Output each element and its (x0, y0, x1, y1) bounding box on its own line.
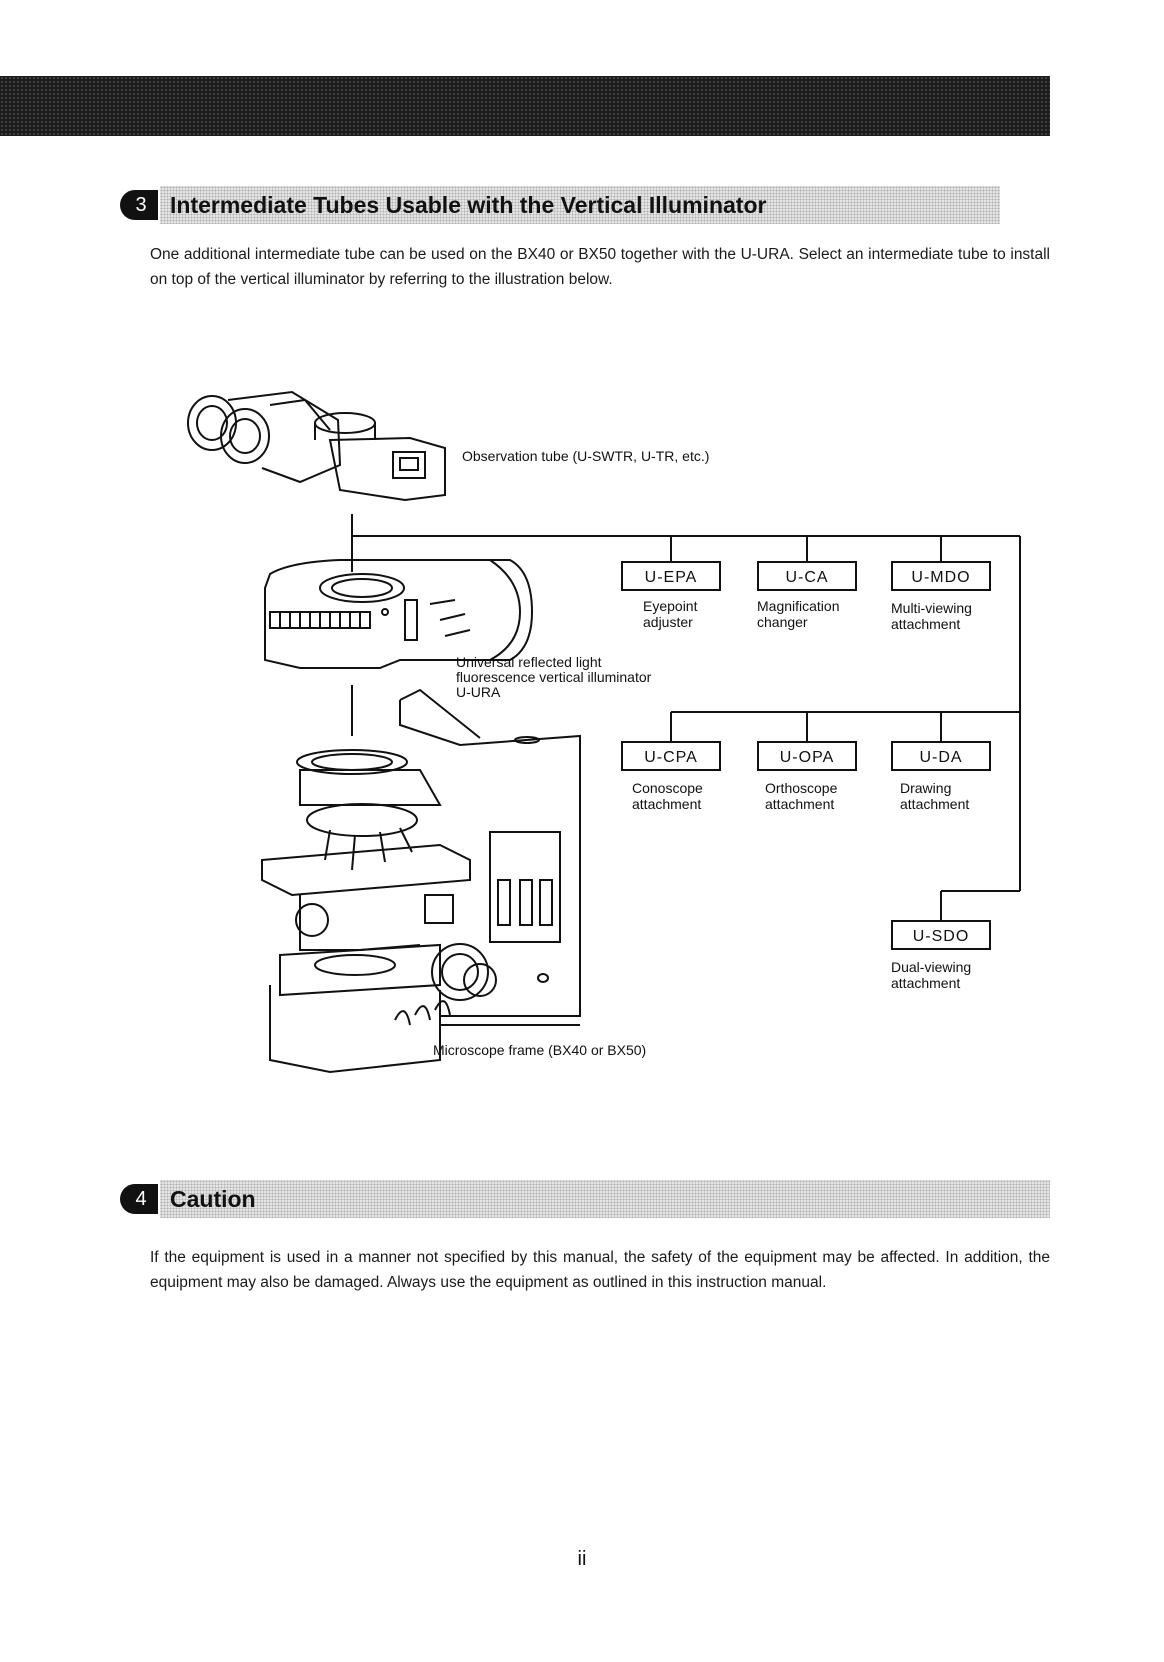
box-u-ca: U-CA (757, 561, 857, 591)
observation-tube-label: Observation tube (U-SWTR, U-TR, etc.) (462, 448, 710, 464)
vertical-illuminator-drawing (264, 559, 534, 669)
box-u-epa: U-EPA (621, 561, 721, 591)
microscope-frame-label: Microscope frame (BX40 or BX50) (433, 1042, 647, 1058)
box-u-cpa: U-CPA (621, 741, 721, 771)
box-u-mdo: U-MDO (891, 561, 991, 591)
section-number-badge: 4 (120, 1184, 158, 1214)
page-number: ii (577, 1548, 587, 1570)
illuminator-label-line2: fluorescence vertical illuminator (456, 669, 652, 685)
box-u-da: U-DA (891, 741, 991, 771)
header-band (0, 76, 1050, 136)
section-3-paragraph: One additional intermediate tube can be … (150, 246, 1050, 288)
illuminator-label-line3: U-URA (456, 684, 501, 700)
section-title-bar (160, 1180, 1050, 1218)
section-4-heading: 4 Caution (120, 1180, 1050, 1218)
box-u-opa: U-OPA (757, 741, 857, 771)
microscope-frame-drawing (261, 688, 581, 1074)
section-4-title: Caution (170, 1186, 256, 1212)
illuminator-label-line1: Universal reflected light (456, 654, 602, 670)
observation-tube-drawing (187, 390, 446, 502)
section-number-badge: 3 (120, 190, 158, 220)
section-4-paragraph: If the equipment is used in a manner not… (150, 1249, 1050, 1291)
box-u-sdo: U-SDO (891, 920, 991, 950)
section-title-bar (160, 186, 1000, 224)
section-3-heading: 3 Intermediate Tubes Usable with the Ver… (120, 186, 1000, 224)
section-3-title: Intermediate Tubes Usable with the Verti… (170, 192, 767, 218)
